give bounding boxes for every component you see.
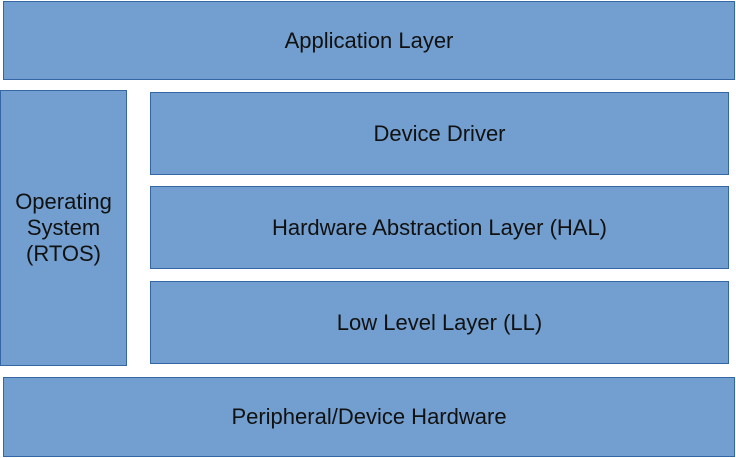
application-layer-label: Application Layer [284,27,454,53]
peripheral-hardware-block: Peripheral/Device Hardware [3,377,735,457]
low-level-layer-block: Low Level Layer (LL) [150,281,729,364]
hal-label: Hardware Abstraction Layer (HAL) [271,214,608,240]
device-driver-block: Device Driver [150,92,729,175]
operating-system-label: Operating System (RTOS) [15,189,112,266]
hal-block: Hardware Abstraction Layer (HAL) [150,186,729,269]
operating-system-block: Operating System (RTOS) [0,90,127,366]
device-driver-label: Device Driver [373,120,506,146]
low-level-layer-label: Low Level Layer (LL) [336,309,543,335]
peripheral-hardware-label: Peripheral/Device Hardware [231,404,507,429]
application-layer-block: Application Layer [3,1,735,80]
